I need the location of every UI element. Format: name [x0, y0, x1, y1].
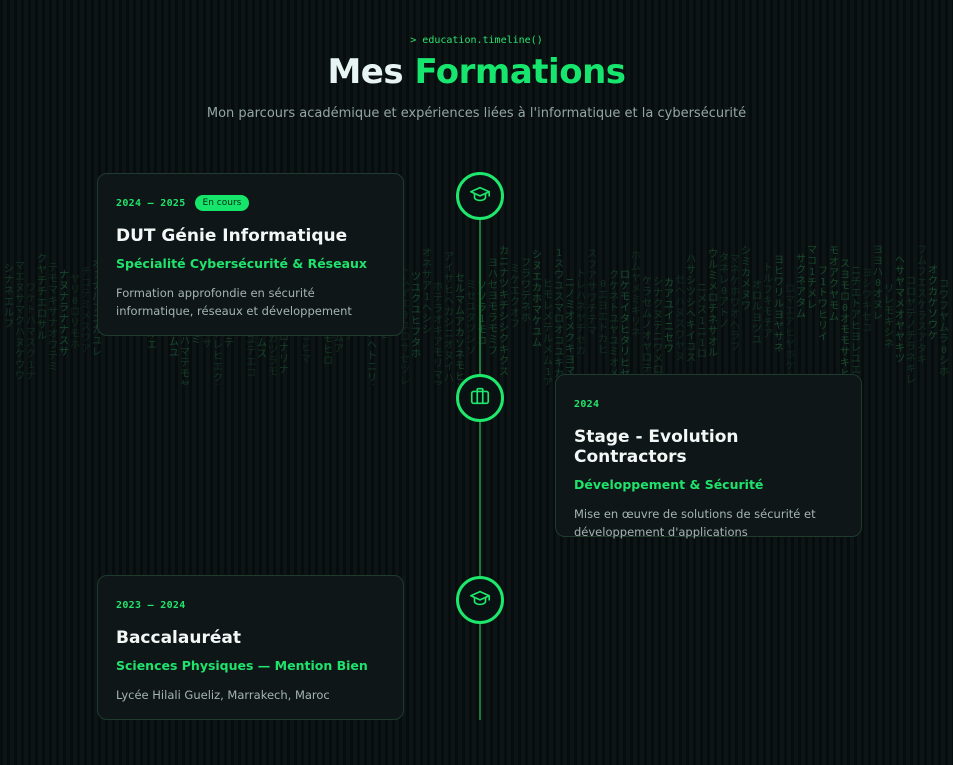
matrix-glyph-column: ヨハセヨモラモミフ: [488, 258, 498, 357]
matrix-glyph-column: トレハネヤチセカ: [576, 269, 586, 357]
matrix-glyph-column: カニナツキチシシクキクス: [499, 246, 509, 378]
matrix-glyph-column: ヨシワキセコ: [862, 268, 872, 334]
matrix-glyph-column: フラワテネホ: [521, 258, 531, 324]
card-description: Lycée Hilali Gueliz, Marrakech, Maroc: [116, 688, 330, 702]
matrix-glyph-column: ミセユタツシソ: [466, 280, 476, 357]
matrix-glyph-column: ツユクユヒフタホ: [411, 272, 421, 360]
matrix-glyph-column: ハサシツシヘキイコス: [686, 254, 696, 364]
timeline-node-3: [456, 576, 504, 624]
title-accent: Formations: [414, 52, 626, 92]
matrix-glyph-column: 0エヨエトカヒ: [598, 279, 608, 356]
matrix-glyph-column: ホムヤメミキリネ: [631, 251, 641, 339]
matrix-glyph-column: クケネトユヤユミオメスロ: [609, 270, 619, 385]
matrix-glyph-column: フムフエスケラスアタキ: [917, 245, 927, 366]
status-badge: En cours: [194, 195, 250, 211]
matrix-glyph-column: カアユイニセワ: [664, 278, 674, 355]
section-title: Mes Formations: [0, 52, 953, 92]
matrix-glyph-column: チコテミメスワア: [81, 267, 91, 355]
matrix-glyph-column: ニチエトアヒヨレユエニク: [851, 266, 861, 385]
matrix-glyph-column: ロケモイタヒタリヒセ: [620, 270, 630, 380]
matrix-glyph-column: コロヤテノチラネキレサヌ: [906, 276, 916, 385]
matrix-glyph-column: リレモキシネ: [884, 284, 894, 350]
matrix-glyph-column: ワケトハマスク1ナ: [26, 283, 36, 382]
matrix-glyph-column: スヨモロ0オモモサキヒ: [840, 259, 850, 380]
matrix-glyph-column: タネレ0アトノ: [719, 253, 729, 330]
matrix-glyph-column: テモマキサナオウテミ: [48, 263, 58, 373]
section-eyebrow: > education.timeline(): [410, 35, 543, 46]
matrix-glyph-column: モオアクヤモム: [829, 246, 839, 323]
card-subtitle: Développement & Sécurité: [574, 477, 764, 492]
matrix-glyph-column: ロマエアヒヤホケ0: [785, 284, 795, 383]
matrix-glyph-column: シミカメヌワ: [741, 246, 751, 312]
matrix-glyph-column: ヨヒワリルヨヤサネ: [774, 255, 784, 354]
matrix-glyph-column: ヤリ0ロリモホ: [70, 274, 80, 351]
matrix-glyph-column: マネケホワオヘラフ: [730, 254, 740, 353]
matrix-glyph-column: フ1トワヒリイ: [818, 266, 828, 343]
matrix-glyph-column: トルフキモチア: [763, 263, 773, 340]
matrix-glyph-column: セルマムアカソネモヒヤ0: [455, 273, 465, 385]
card-date: 2024: [574, 398, 600, 410]
matrix-glyph-column: ナヌナラナナスサ: [59, 270, 69, 358]
card-title: Baccalauréat: [116, 628, 241, 648]
briefcase-icon: [469, 385, 491, 411]
timeline-card-bac: 2023 – 2024 Baccalauréat Sciences Physiq…: [97, 575, 404, 720]
matrix-glyph-column: サクネアタム: [796, 254, 806, 320]
matrix-glyph-column: オクカケソウケ: [928, 265, 938, 342]
title-main: Mes: [327, 52, 404, 92]
section-subtitle: Mon parcours académique et expériences l…: [206, 106, 747, 121]
matrix-glyph-column: ニメス1ニ1ロ: [697, 283, 707, 360]
card-description: Formation approfondie en sécurité inform…: [116, 286, 352, 318]
matrix-glyph-column: ヨヨハ0オヌレ: [873, 245, 883, 322]
timeline-line: [479, 195, 481, 720]
card-title: Stage - Evolution Contractors: [574, 427, 739, 467]
matrix-glyph-column: ヒモレメテルメム1ア: [543, 279, 553, 385]
timeline-node-2: [456, 374, 504, 422]
matrix-glyph-column: ヘサヤマメオヤヤキツ: [895, 255, 905, 365]
matrix-glyph-column: シヌエカホマケユム: [532, 250, 542, 349]
matrix-glyph-column: クヤチチエロサル: [37, 254, 47, 342]
matrix-glyph-column: ウルミメロチネサオル: [708, 249, 718, 359]
matrix-glyph-column: ケラセムノオヤロテ: [642, 276, 652, 375]
matrix-glyph-column: コワフヤムラ0シホ: [939, 279, 949, 378]
card-subtitle: Spécialité Cybersécurité & Réseaux: [116, 256, 367, 271]
matrix-glyph-column: ニノミオメクキヨマアコ: [565, 278, 575, 385]
matrix-glyph-column: シナネエルフ: [4, 264, 14, 330]
matrix-glyph-column: ミケエクオフ: [510, 264, 520, 330]
matrix-glyph-column: マエヌサマクハヌケウワ: [15, 261, 25, 382]
graduation-cap-icon: [469, 587, 491, 613]
card-description: Mise en œuvre de solutions de sécurité e…: [574, 507, 816, 539]
timeline-card-dut: 2024 – 2025 En cours DUT Génie Informati…: [97, 173, 404, 336]
matrix-glyph-column: シナクヌテニワメロイ: [653, 277, 663, 385]
timeline-node-1: [456, 172, 504, 220]
timeline-card-stage: 2024 Stage - Evolution Contractors Dével…: [555, 374, 862, 539]
card-date: 2023 – 2024: [116, 599, 186, 611]
graduation-cap-icon: [469, 183, 491, 209]
matrix-glyph-column: マコ1チメレ: [807, 245, 817, 311]
matrix-glyph-column: オロルヨツユ: [752, 280, 762, 346]
matrix-glyph-column: ホテラオキアモリマアア: [433, 282, 443, 385]
matrix-glyph-column: アイサヒヘカシニオヌイハ: [444, 252, 454, 384]
matrix-glyph-column: 1スウユスマロオコユキカ: [554, 248, 564, 380]
matrix-glyph-column: オネサア1ヘシシ: [422, 248, 432, 336]
card-date: 2024 – 2025: [116, 197, 186, 209]
card-subtitle: Sciences Physiques — Mention Bien: [116, 658, 368, 673]
card-title: DUT Génie Informatique: [116, 226, 348, 246]
matrix-glyph-column: セヘハヌスウヤヌ: [675, 275, 685, 363]
matrix-glyph-column: スフアサワチテマ: [587, 249, 597, 337]
